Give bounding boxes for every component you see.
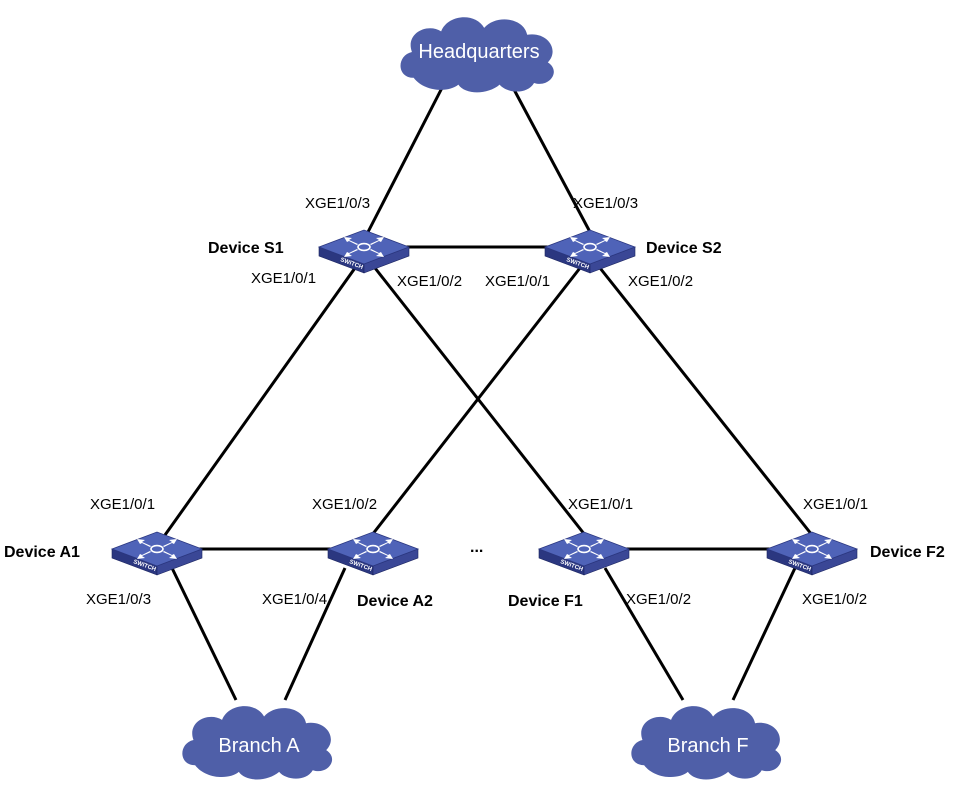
ellipsis: ... bbox=[470, 539, 483, 556]
port-label-s1-up: XGE1/0/3 bbox=[305, 195, 370, 212]
switch-top-face bbox=[326, 531, 420, 567]
device-s2-switch-icon: SWITCH bbox=[543, 229, 637, 274]
device-a2-label: Device A2 bbox=[357, 593, 433, 610]
device-f2-switch-icon: SWITCH bbox=[765, 531, 859, 576]
device-a1-switch-icon: SWITCH bbox=[110, 531, 204, 576]
cloud-label: Headquarters bbox=[418, 41, 539, 63]
port-label-s1-right: XGE1/0/2 bbox=[397, 273, 462, 290]
switch-arrows-icon bbox=[564, 539, 604, 559]
port-label-s2-left: XGE1/0/1 bbox=[485, 273, 550, 290]
device-f1-switch-icon: SWITCH bbox=[537, 531, 631, 576]
switch-top-face bbox=[543, 229, 637, 265]
switch-arrows-icon bbox=[353, 539, 393, 559]
links bbox=[163, 81, 814, 701]
port-label-a1-up: XGE1/0/1 bbox=[90, 496, 155, 513]
switch-arrows-icon bbox=[137, 539, 177, 559]
device-a1-label: Device A1 bbox=[4, 544, 80, 561]
link-f2-branchf bbox=[731, 567, 797, 701]
switch-top-face bbox=[110, 531, 204, 567]
link-s2-a2 bbox=[370, 267, 582, 536]
cloud-label: Branch F bbox=[667, 735, 748, 757]
cloud-branch-a: Branch A bbox=[182, 706, 333, 780]
switch-arrows-icon bbox=[570, 237, 610, 257]
device-s2-label: Device S2 bbox=[646, 240, 722, 257]
port-label-a1-down: XGE1/0/3 bbox=[86, 591, 151, 608]
device-a2-switch-icon: SWITCH bbox=[326, 531, 420, 576]
device-f2-label: Device F2 bbox=[870, 544, 945, 561]
cloud-headquarters: Headquarters bbox=[400, 17, 554, 93]
port-label-s2-right: XGE1/0/2 bbox=[628, 273, 693, 290]
switch-arrows-icon bbox=[792, 539, 832, 559]
link-a1-brancha bbox=[170, 567, 238, 701]
device-s1-label: Device S1 bbox=[208, 240, 284, 257]
port-label-f1-down: XGE1/0/2 bbox=[626, 591, 691, 608]
switch-arrows-icon bbox=[344, 237, 384, 257]
port-label-f2-down: XGE1/0/2 bbox=[802, 591, 867, 608]
link-hq-s2 bbox=[508, 81, 592, 233]
device-f1-label: Device F1 bbox=[508, 593, 583, 610]
port-label-f1-up: XGE1/0/1 bbox=[568, 496, 633, 513]
port-label-f2-up: XGE1/0/1 bbox=[803, 496, 868, 513]
port-label-a2-up: XGE1/0/2 bbox=[312, 496, 377, 513]
link-hq-s1 bbox=[366, 81, 447, 233]
device-s1-switch-icon: SWITCH bbox=[317, 229, 411, 274]
cloud-label: Branch A bbox=[218, 735, 300, 757]
link-a2-brancha bbox=[283, 567, 347, 701]
cloud-branch-f: Branch F bbox=[631, 706, 782, 780]
switch-top-face bbox=[317, 229, 411, 265]
link-s2-f2 bbox=[598, 267, 814, 536]
link-s1-a1 bbox=[163, 267, 357, 536]
link-s1-f1 bbox=[373, 267, 587, 536]
switch-top-face bbox=[537, 531, 631, 567]
switch-top-face bbox=[765, 531, 859, 567]
port-label-a2-down: XGE1/0/4 bbox=[262, 591, 327, 608]
port-label-s1-left: XGE1/0/1 bbox=[251, 270, 316, 287]
link-f1-branchf bbox=[603, 567, 685, 701]
port-label-s2-up: XGE1/0/3 bbox=[573, 195, 638, 212]
